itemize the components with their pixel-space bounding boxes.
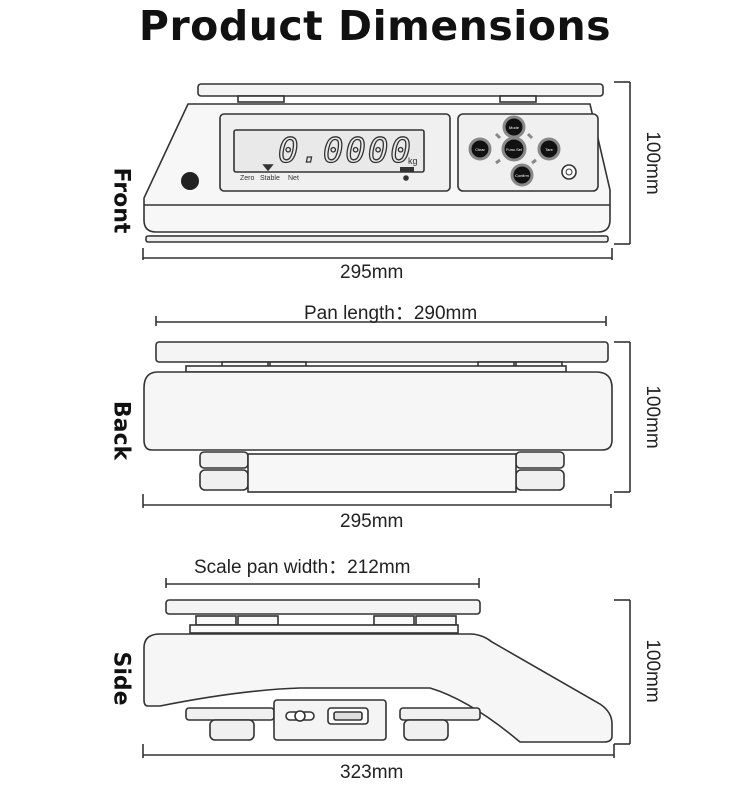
pan-width-label: Scale pan width：212mm	[194, 557, 411, 578]
indicator-net: Net	[288, 175, 299, 182]
display-unit: kg	[408, 156, 418, 166]
key-confirm-label: Confirm	[515, 173, 530, 178]
indicator-zero: Zero	[240, 175, 255, 182]
indicator-stable: Stable	[260, 175, 280, 182]
front-view-drawing	[143, 83, 611, 243]
key-mode-label: Mode	[509, 125, 520, 130]
side-height-label: 100mm	[642, 639, 663, 703]
side-width-label: 323mm	[340, 762, 404, 783]
key-clear-label: Clear	[475, 147, 485, 152]
front-height-label: 100mm	[642, 131, 663, 195]
view-label-front: Front	[108, 167, 134, 234]
key-tare-label: Tare	[545, 147, 554, 152]
back-view-drawing	[143, 316, 613, 493]
view-label-side: Side	[108, 651, 134, 706]
back-width-label: 295mm	[340, 511, 404, 532]
pan-length-label: Pan length：290mm	[304, 303, 478, 324]
side-view-drawing	[143, 578, 613, 743]
view-label-back: Back	[108, 400, 134, 461]
front-width-label: 295mm	[340, 262, 404, 283]
key-func-label: Func.Sel	[506, 147, 522, 152]
page-title: Product Dimensions	[138, 2, 612, 50]
display-reading: 0.0000	[278, 131, 413, 171]
back-height-label: 100mm	[642, 385, 663, 449]
